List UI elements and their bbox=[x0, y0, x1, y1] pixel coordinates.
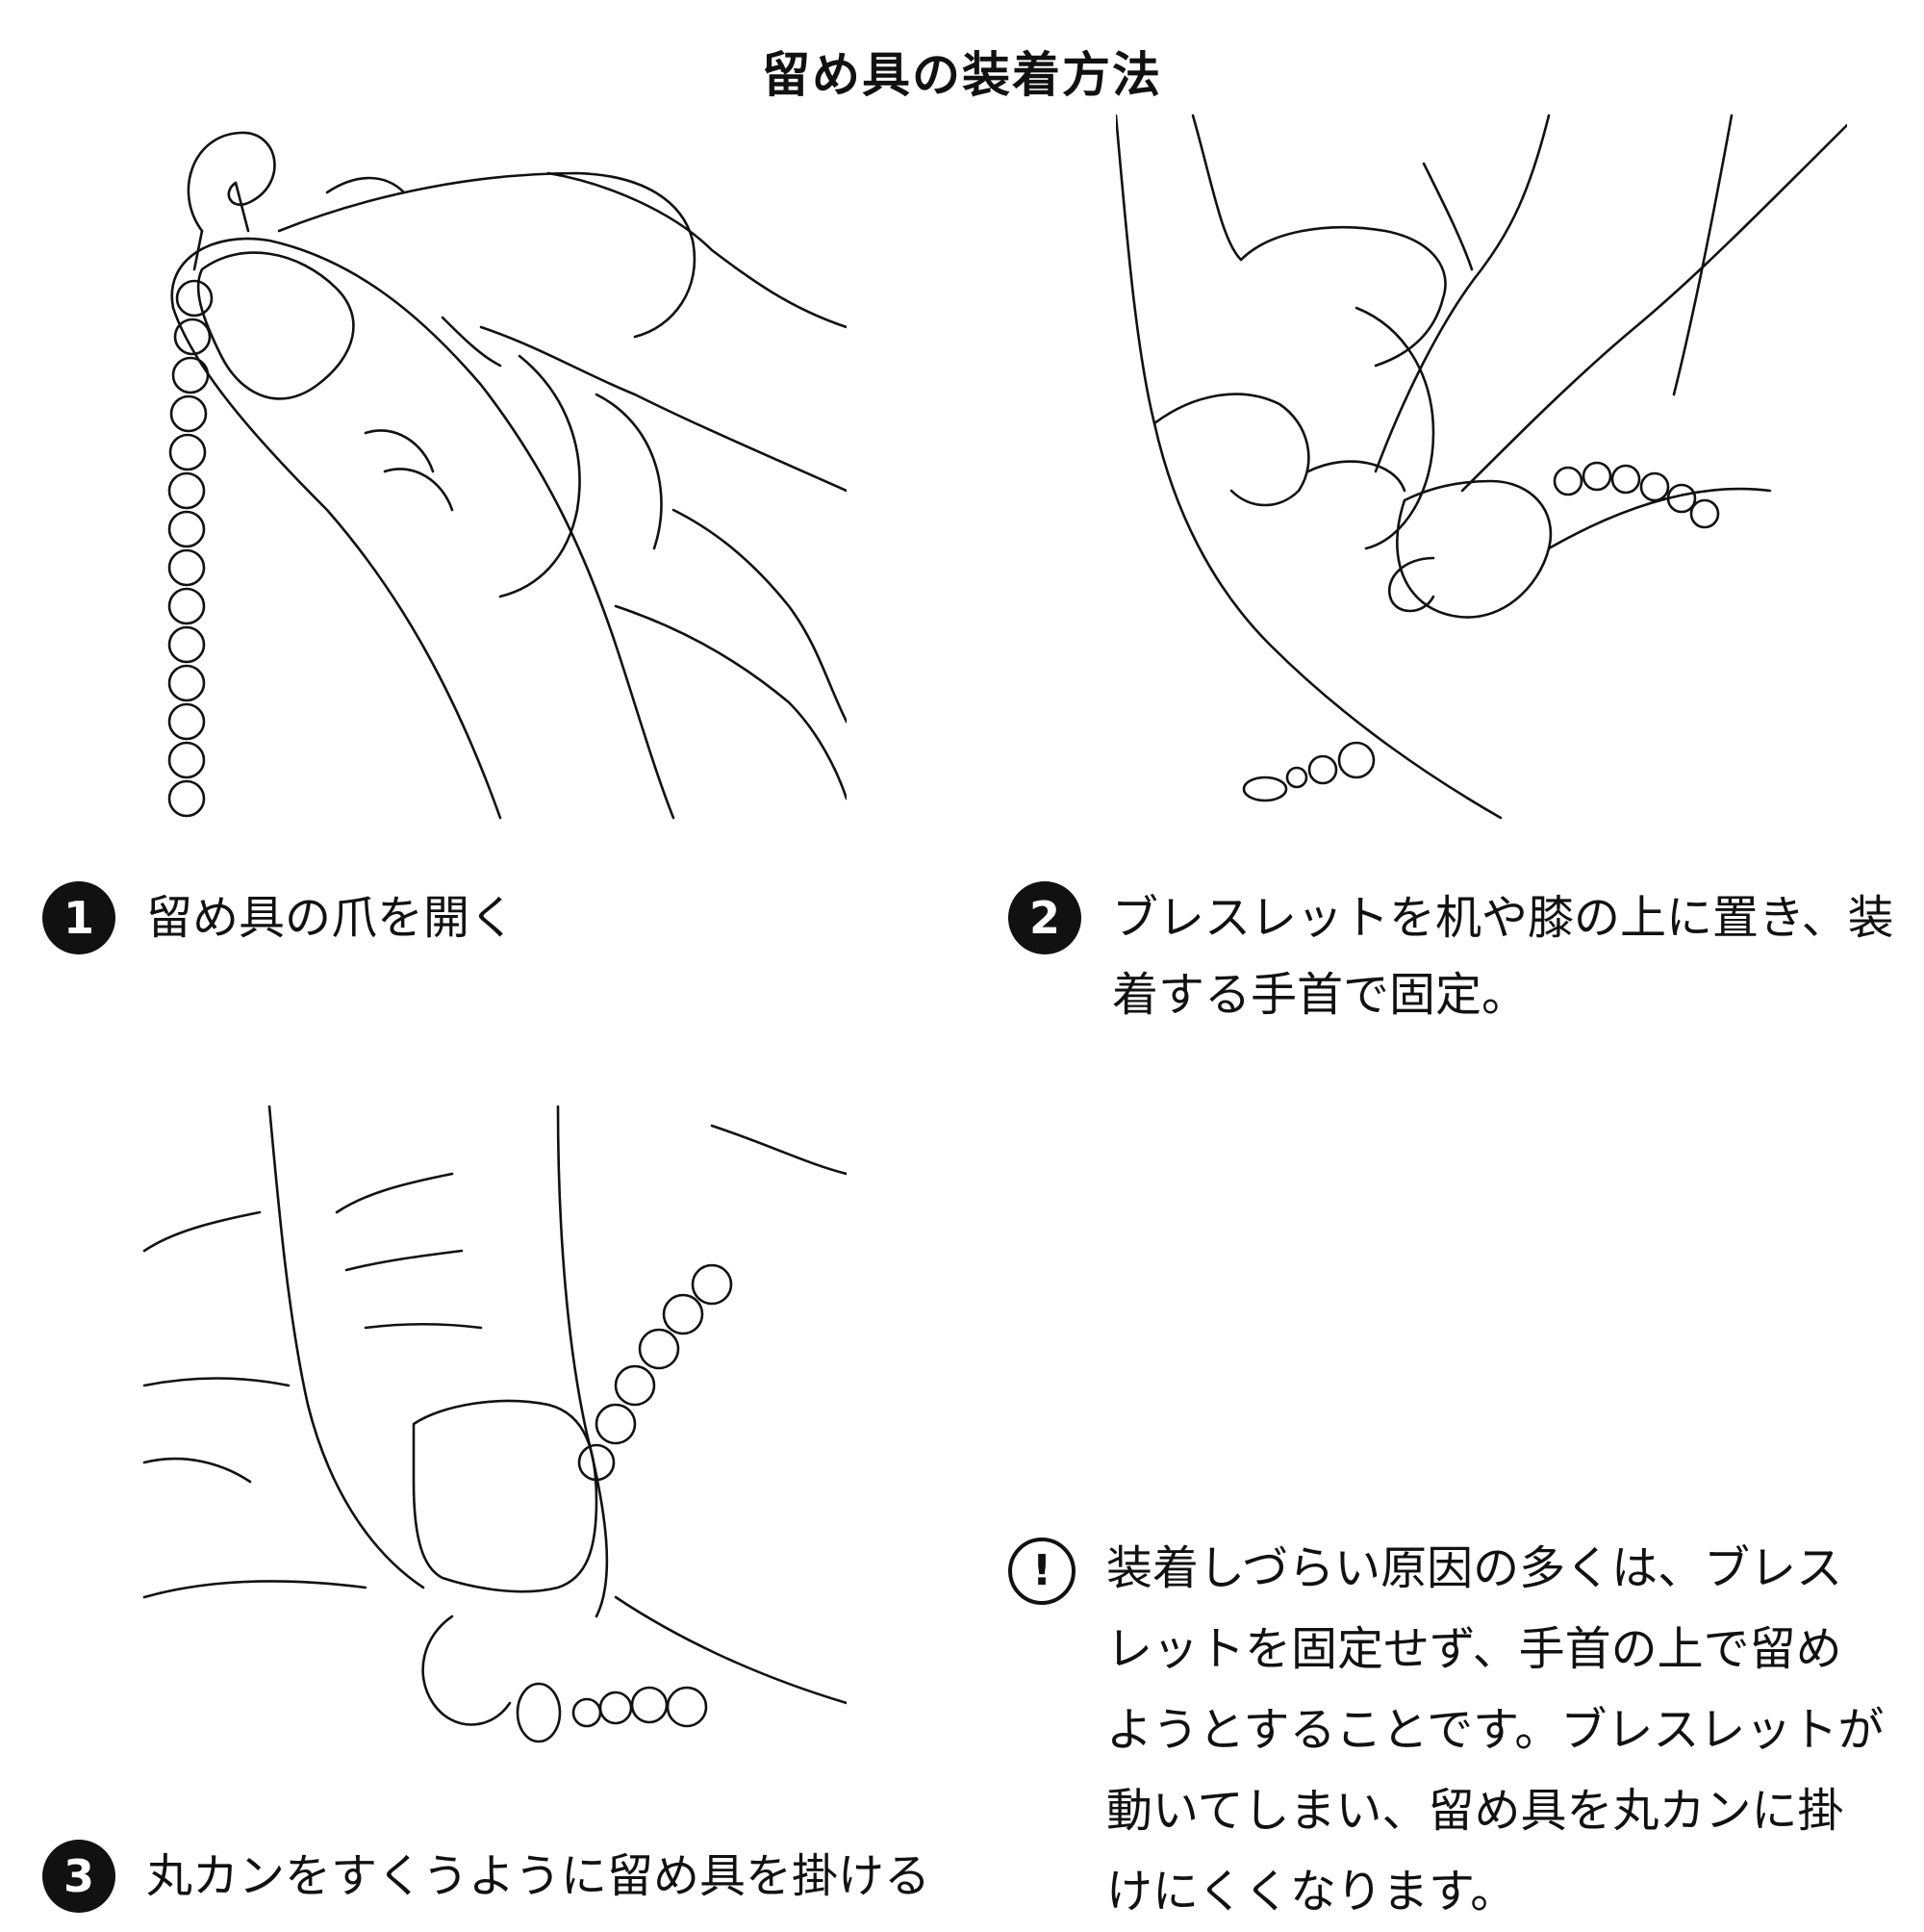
illustration-open-clasp bbox=[135, 106, 847, 827]
step-text: 留め具の爪を開く bbox=[146, 879, 516, 956]
clasp-hook bbox=[1389, 558, 1433, 611]
step-number-badge: 2 bbox=[1008, 881, 1081, 954]
illustration-hook-ring bbox=[135, 1097, 847, 1809]
finger-nail bbox=[414, 1401, 596, 1591]
page-title: 留め具の装着方法 bbox=[0, 37, 1924, 106]
step-number-badge: 3 bbox=[42, 1840, 115, 1913]
jump-ring bbox=[518, 1684, 560, 1741]
step-1: 1 留め具の爪を開く bbox=[42, 881, 908, 956]
thumb-tip bbox=[1397, 481, 1551, 618]
illustration-fix-bracelet bbox=[1116, 106, 1847, 827]
clasp-hook bbox=[423, 1616, 510, 1725]
step-text: 丸カンをすくうように留め具を掛ける bbox=[146, 1838, 930, 1915]
clasp-hook bbox=[189, 133, 275, 231]
hand bbox=[1241, 227, 1446, 366]
finger bbox=[269, 1106, 423, 1588]
step-number-badge: 1 bbox=[42, 881, 115, 954]
step-3: 3 丸カンをすくうように留め具を掛ける bbox=[42, 1840, 966, 1915]
bead-strand bbox=[1244, 463, 1718, 801]
step-2: 2 ブレスレットを机や膝の上に置き、装着する手首で固定。 bbox=[1008, 881, 1912, 1033]
caution-note: ! 装着しづらい原因の多くは、ブレスレットを固定せず、手首の上で留めようとするこ… bbox=[1008, 1528, 1912, 1932]
bead-strand bbox=[169, 281, 212, 816]
step-text: ブレスレットを机や膝の上に置き、装着する手首で固定。 bbox=[1112, 879, 1901, 1033]
thumb bbox=[172, 239, 673, 818]
note-text: 装着しづらい原因の多くは、ブレスレットを固定せず、手首の上で留めようとすることで… bbox=[1106, 1528, 1886, 1932]
thumb-nail bbox=[198, 253, 353, 399]
exclamation-icon: ! bbox=[1008, 1538, 1076, 1605]
